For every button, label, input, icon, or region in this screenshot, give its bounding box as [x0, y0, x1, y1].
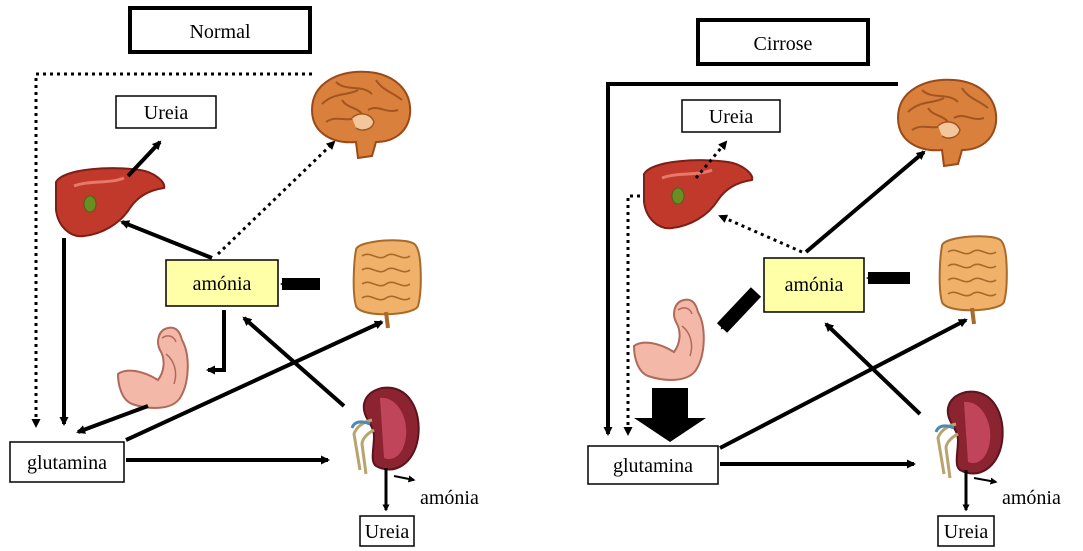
svg-text:Ureia: Ureia — [365, 521, 410, 543]
intestine-icon — [354, 240, 421, 328]
svg-text:glutamina: glutamina — [613, 455, 693, 477]
intestine-icon — [940, 236, 1007, 324]
kidney-ammonia-label: amónia — [420, 487, 479, 509]
kidney-to-ammonia-out-arrow — [394, 476, 414, 480]
liver-icon — [56, 168, 164, 236]
ammonia-to-liver-dotted-arrow — [720, 216, 802, 252]
svg-text:Ureia: Ureia — [144, 102, 189, 124]
kidney-to-ammonia-arrow — [244, 318, 344, 406]
svg-text:Ureia: Ureia — [944, 521, 989, 543]
ammonia-to-muscle-big-arrow — [722, 292, 756, 328]
muscle-to-glutamine-arrow — [78, 406, 148, 432]
muscle-arm-icon — [118, 328, 188, 408]
ammonia-to-liver-arrow — [122, 222, 212, 258]
ammonia-to-brain-arrow — [806, 152, 924, 252]
svg-text:amónia: amónia — [785, 274, 844, 296]
urea-bottom-box: Ureia — [360, 516, 414, 546]
urea-top-box: Ureia — [116, 96, 216, 128]
ammonia-box: amónia — [166, 260, 278, 306]
panel-normal: Normal Ureia amónia glutamina Ureia amón… — [10, 8, 479, 546]
kidney-icon — [936, 392, 1003, 478]
urea-top-box: Ureia — [682, 100, 780, 132]
panel-title-cirrhosis: Cirrose — [698, 20, 868, 64]
svg-text:Ureia: Ureia — [709, 106, 754, 128]
glutamine-box: glutamina — [588, 446, 718, 484]
ammonia-to-brain-arrow — [218, 142, 334, 254]
muscle-to-glutamine-block-arrow — [634, 388, 706, 442]
title-text: Cirrose — [754, 33, 813, 55]
liver-icon — [644, 160, 752, 228]
kidney-icon — [352, 388, 419, 474]
svg-text:glutamina: glutamina — [27, 452, 107, 474]
muscle-arm-icon — [634, 300, 704, 380]
glutamine-box: glutamina — [10, 442, 124, 482]
ammonia-box: amónia — [764, 258, 864, 312]
brain-icon — [898, 80, 996, 166]
panel-cirrhosis: Cirrose Ureia amónia glutamina Ureia amó… — [588, 20, 1061, 546]
kidney-to-ammonia-out-arrow — [974, 478, 996, 482]
title-text: Normal — [189, 21, 251, 43]
urea-bottom-box: Ureia — [938, 516, 994, 546]
panel-title-normal: Normal — [130, 8, 310, 52]
ammonia-to-muscle-arrow — [208, 310, 224, 370]
svg-text:amónia: amónia — [193, 273, 252, 295]
liver-to-glutamine-dotted-arrow — [628, 196, 640, 434]
brain-icon — [312, 72, 410, 158]
kidney-to-ammonia-arrow — [826, 324, 920, 414]
kidney-ammonia-label: amónia — [1002, 487, 1061, 509]
